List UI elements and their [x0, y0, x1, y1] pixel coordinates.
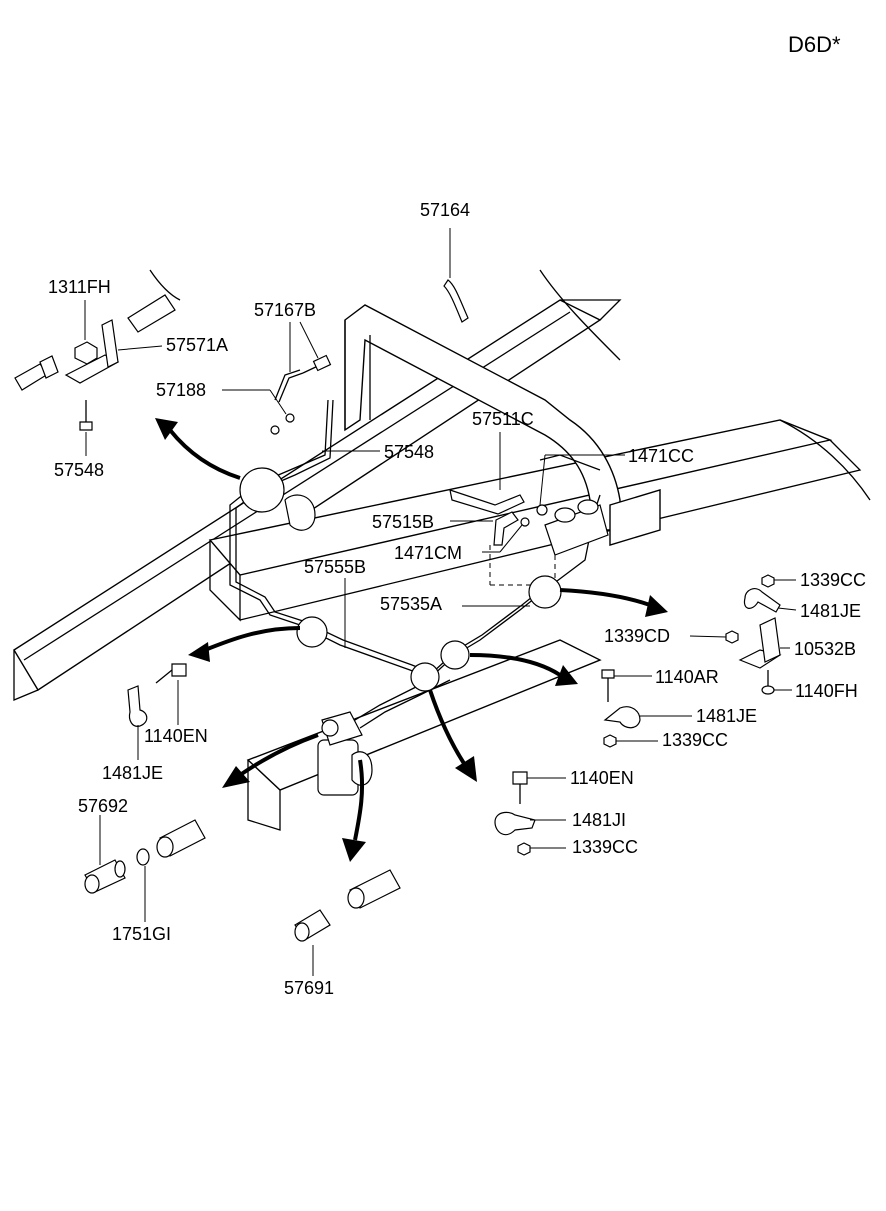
clamp-1481JE-a	[743, 588, 781, 613]
hose-57511C	[449, 489, 525, 515]
fitting-57692	[84, 859, 126, 894]
nut-1339CC-c	[517, 842, 531, 856]
label-1339CD: 1339CD	[604, 626, 670, 646]
brake-valve-assembly	[317, 711, 373, 796]
label-1481JE-c: 1481JE	[102, 763, 163, 783]
pointer-arrows	[155, 418, 668, 862]
components	[14, 279, 782, 942]
label-1471CC: 1471CC	[628, 446, 694, 466]
clamp-1471CM	[520, 517, 530, 527]
label-10532B: 10532B	[794, 639, 856, 659]
label-57548-bolt: 57548	[54, 460, 104, 480]
label-57692: 57692	[78, 796, 128, 816]
label-1339CC-c: 1339CC	[572, 837, 638, 857]
label-57571A: 57571A	[166, 335, 228, 355]
label-1481JE-b: 1481JE	[696, 706, 757, 726]
nut-1311FH	[74, 341, 98, 365]
label-1481JI: 1481JI	[572, 810, 626, 830]
detail-circle-4	[440, 640, 470, 670]
label-57555B: 57555B	[304, 557, 366, 577]
label-1140EN-b: 1140EN	[570, 768, 634, 788]
label-1339CC-b: 1339CC	[662, 730, 728, 750]
label-1311FH: 1311FH	[48, 277, 111, 297]
clamp-1471CC	[536, 504, 548, 516]
leader-lines	[84, 228, 797, 976]
nut-1339CC-b	[603, 734, 617, 748]
detail-circle-3	[410, 662, 440, 692]
label-57548-line: 57548	[384, 442, 434, 462]
fitting-57188	[285, 413, 295, 423]
model-code: D6D*	[788, 32, 841, 57]
bolt-1140AR	[601, 669, 615, 679]
label-57167B: 57167B	[254, 300, 316, 320]
reservoir	[544, 504, 609, 556]
label-1140EN-a: 1140EN	[144, 726, 208, 746]
clamp-1481JI	[494, 811, 536, 836]
nut-1339CD	[725, 630, 739, 644]
label-57691: 57691	[284, 978, 334, 998]
nut-1339CC-a	[761, 574, 775, 588]
pipe-end-57692	[156, 819, 206, 858]
pipe-end-57691	[347, 869, 401, 909]
label-1339CC-a: 1339CC	[800, 570, 866, 590]
label-57515B: 57515B	[372, 512, 434, 532]
bolt-1140EN-a	[171, 663, 187, 677]
fitting-57691	[294, 909, 331, 942]
o-ring-1751GI	[136, 848, 150, 866]
hose-57515B	[493, 511, 519, 546]
detail-circle-5	[528, 575, 562, 609]
label-1140AR: 1140AR	[655, 667, 719, 687]
label-1751GI: 1751GI	[112, 924, 171, 944]
label-57511C: 57511C	[472, 409, 534, 429]
clamp-1481JE-b	[603, 706, 641, 729]
bolt-1140EN-b	[512, 771, 528, 785]
valve-circle-1	[239, 467, 285, 513]
label-57164: 57164	[420, 200, 470, 220]
label-57535A: 57535A	[380, 594, 442, 614]
detail-circle-2	[296, 616, 328, 648]
union-57167B	[312, 354, 332, 372]
label-57188: 57188	[156, 380, 206, 400]
clamp-1481JE-c	[127, 685, 148, 727]
bolt-1140FH	[761, 685, 775, 695]
part-labels: D6D* 57164 1311FH 57167B 57571A 57188 57…	[48, 32, 866, 998]
label-1481JE-a: 1481JE	[800, 601, 861, 621]
label-1140FH: 1140FH	[795, 681, 858, 701]
hose-57164	[443, 279, 469, 323]
label-1471CM: 1471CM	[394, 543, 462, 563]
